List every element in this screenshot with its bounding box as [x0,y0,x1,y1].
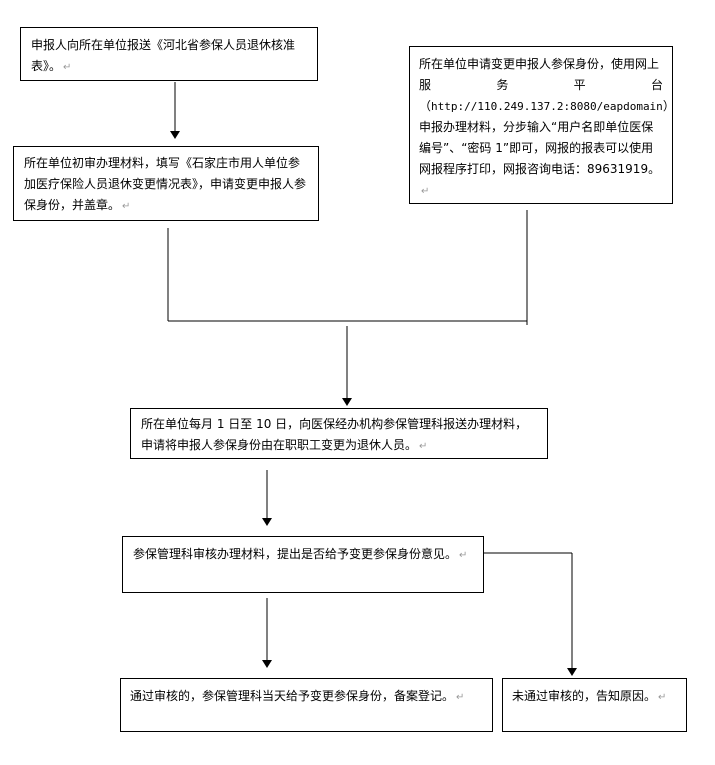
paragraph-mark-icon: ↵ [419,441,428,452]
url-paren-open: （ [419,99,432,113]
online-service-url: http://110.249.137.2:8080/eapdomain [431,100,663,113]
step-monthly-submit-box: 所在单位每月 1 日至 10 日，向医保经办机构参保管理科报送办理材料，申请将申… [130,408,548,459]
paragraph-mark-icon: ↵ [658,692,667,703]
result-pass-box: 通过审核的，参保管理科当天给予变更参保身份，备案登记。↵ [120,678,493,732]
result-pass-text: 通过审核的，参保管理科当天给予变更参保身份，备案登记。 [130,689,455,703]
platform-char-3: 平 [573,78,586,92]
step-initial-review-text: 所在单位初审办理材料，填写《石家庄市用人单位参加医疗保险人员退休变更情况表》，申… [24,156,307,212]
step-submit-text: 申报人向所在单位报送《河北省参保人员退休核准表》。 [31,38,296,73]
platform-char-4: 台 [650,78,663,92]
paragraph-mark-icon: ↵ [459,550,468,561]
step-review-text: 参保管理科审核办理材料，提出是否给予变更参保身份意见。 [133,547,458,561]
paragraph-mark-icon: ↵ [122,201,131,212]
paragraph-mark-icon: ↵ [456,692,465,703]
url-paren-close: ） [662,99,675,113]
online-line1: 所在单位申请变更申报人参保身份，使用网上 [419,57,660,71]
online-url-line: （ http://110.249.137.2:8080/eapdomain ） [419,96,675,117]
result-fail-box: 未通过审核的，告知原因。↵ [502,678,687,732]
platform-char-2: 务 [496,78,509,92]
platform-char-1: 服 [419,78,432,92]
online-instructions: 申报办理材料，分步输入“用户名即单位医保编号”、“密码 1”即可，网报的报表可以… [419,120,661,176]
step-monthly-submit-text: 所在单位每月 1 日至 10 日，向医保经办机构参保管理科报送办理材料，申请将申… [141,417,528,452]
step-submit-box: 申报人向所在单位报送《河北省参保人员退休核准表》。↵ [20,27,318,81]
online-platform-line: 服 务 平 台 [419,75,663,96]
step-online-box: 所在单位申请变更申报人参保身份，使用网上 服 务 平 台 （ http://11… [409,46,675,204]
step-review-box: 参保管理科审核办理材料，提出是否给予变更参保身份意见。↵ [122,536,484,593]
paragraph-mark-icon: ↵ [63,62,72,73]
step-initial-review-box: 所在单位初审办理材料，填写《石家庄市用人单位参加医疗保险人员退休变更情况表》，申… [13,146,319,221]
paragraph-mark-icon: ↵ [421,186,430,197]
result-fail-text: 未通过审核的，告知原因。 [512,689,657,703]
